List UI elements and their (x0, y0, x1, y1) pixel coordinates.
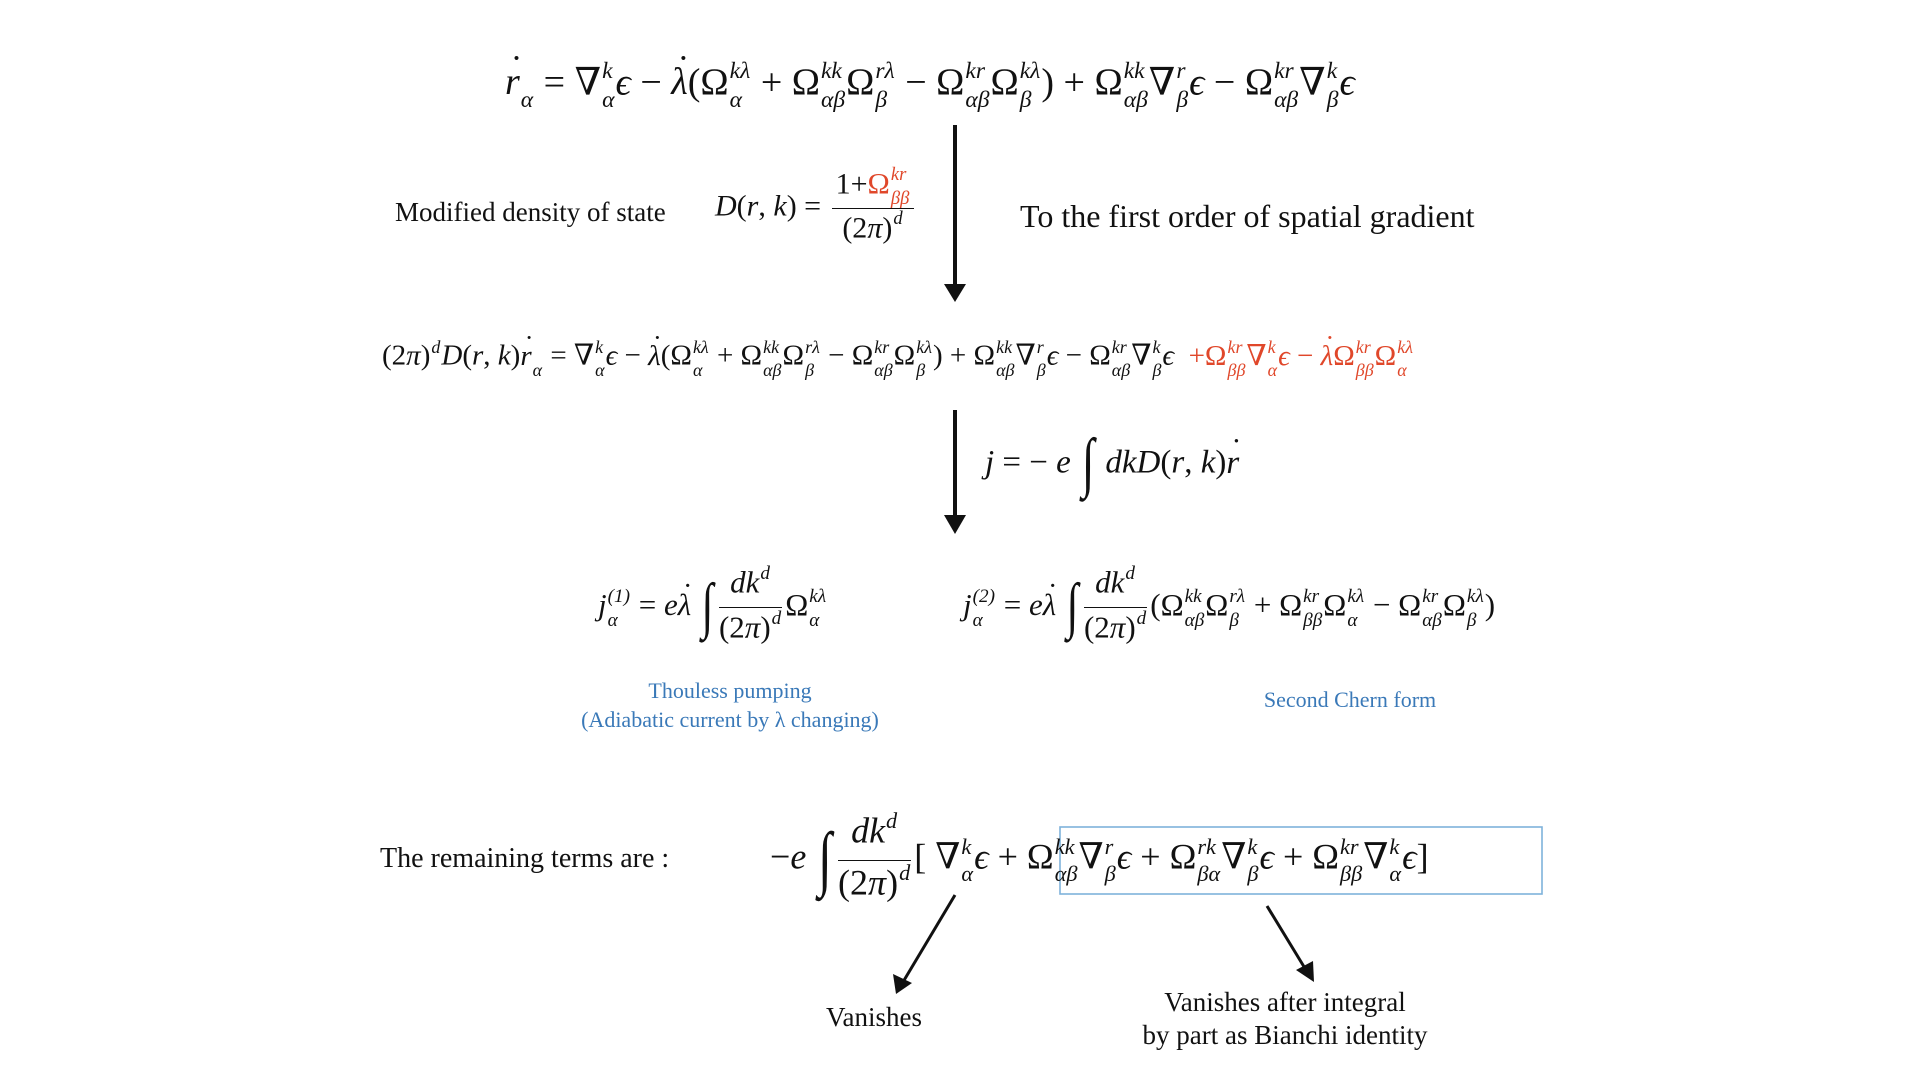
down-arrow-2 (944, 410, 966, 534)
caption-thouless-line2: (Adiabatic current by λ changing) (581, 707, 879, 732)
caption-thouless-line1: Thouless pumping (648, 678, 812, 703)
label-vanishes-after-line1: Vanishes after integral (1164, 987, 1406, 1017)
label-remaining-terms: The remaining terms are : (380, 843, 670, 874)
label-first-order: To the first order of spatial gradient (1020, 198, 1475, 234)
arrow-to-vanishes-after (1265, 905, 1314, 982)
equation-current: j = − e ∫ dkD(r, k)r (985, 430, 1242, 498)
highlight-box (1059, 826, 1543, 895)
caption-thouless-pumping: Thouless pumping (Adiabatic current by λ… (545, 676, 915, 734)
label-vanishes-after-line2: by part as Bianchi identity (1142, 1020, 1428, 1050)
down-arrow-1 (944, 125, 966, 302)
label-vanishes: Vanishes (826, 1002, 922, 1032)
arrow-to-vanishes (893, 894, 957, 994)
caption-second-chern: Second Chern form (1263, 687, 1437, 712)
label-modified-dos: Modified density of state (395, 197, 666, 227)
label-vanishes-after-integral: Vanishes after integral by part as Bianc… (1120, 986, 1450, 1052)
